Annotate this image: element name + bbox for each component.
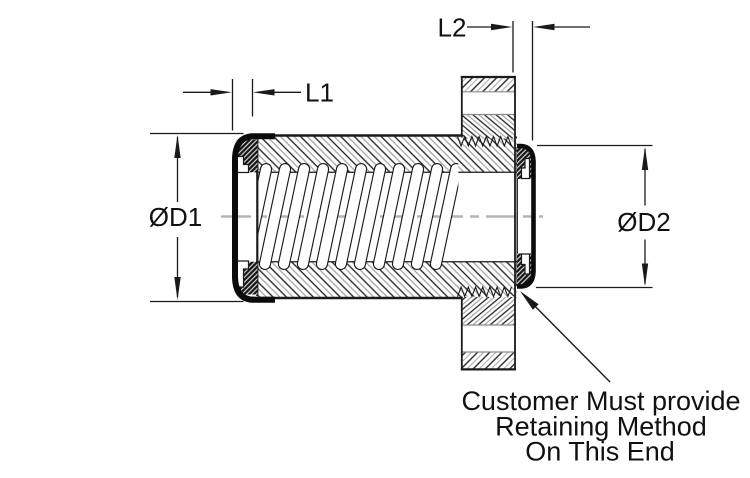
thread-interface-top <box>456 134 513 148</box>
dim-d2-label: ØD2 <box>617 207 670 237</box>
dim-l1 <box>183 79 301 131</box>
left-cap-outline <box>232 133 275 303</box>
right-seal-groove-top <box>520 157 531 180</box>
flange-bottom-inner-hatch <box>462 297 515 325</box>
note-line-1: Customer Must provide <box>461 386 740 416</box>
dim-l2-arrow-right <box>491 23 513 31</box>
dim-d2 <box>536 144 653 289</box>
dim-d1 <box>150 132 244 303</box>
body-wall-bottom-hatch <box>252 261 517 298</box>
dim-d2-arrow-up <box>641 146 649 170</box>
dim-d1-arrow-up <box>174 134 181 158</box>
dim-d1-arrow-down <box>174 277 181 301</box>
nut-body <box>252 134 517 300</box>
note-text: Customer Must provide Retaining Method O… <box>461 386 740 467</box>
thread-lobes <box>258 162 459 271</box>
dim-d2-arrow-down <box>641 263 649 287</box>
right-seal-groove-bottom <box>520 253 531 275</box>
dim-l2-label: L2 <box>438 13 467 43</box>
flange-top-inner-hatch <box>462 114 515 139</box>
dim-d1-label: ØD1 <box>149 202 202 232</box>
flange-top-outer-hatch <box>462 77 515 92</box>
right-seal-outline <box>517 143 536 289</box>
dim-l1-arrow-left <box>253 89 275 96</box>
right-seal <box>516 143 536 289</box>
flange-bottom-outer-hatch <box>462 352 515 370</box>
dim-l2-arrow-left <box>533 23 555 31</box>
thread-interface-bottom <box>456 285 513 299</box>
leader-line <box>527 299 611 383</box>
flange-section <box>456 75 516 371</box>
leader-arrow <box>520 291 611 383</box>
leader-arrowhead <box>520 291 539 310</box>
left-seal <box>232 133 275 303</box>
dim-l1-arrow-right <box>210 89 232 96</box>
dim-l1-label: L1 <box>305 78 334 108</box>
dim-l2 <box>467 21 590 141</box>
note-line-3: On This End <box>525 437 675 467</box>
note-line-2: Retaining Method <box>495 412 707 442</box>
